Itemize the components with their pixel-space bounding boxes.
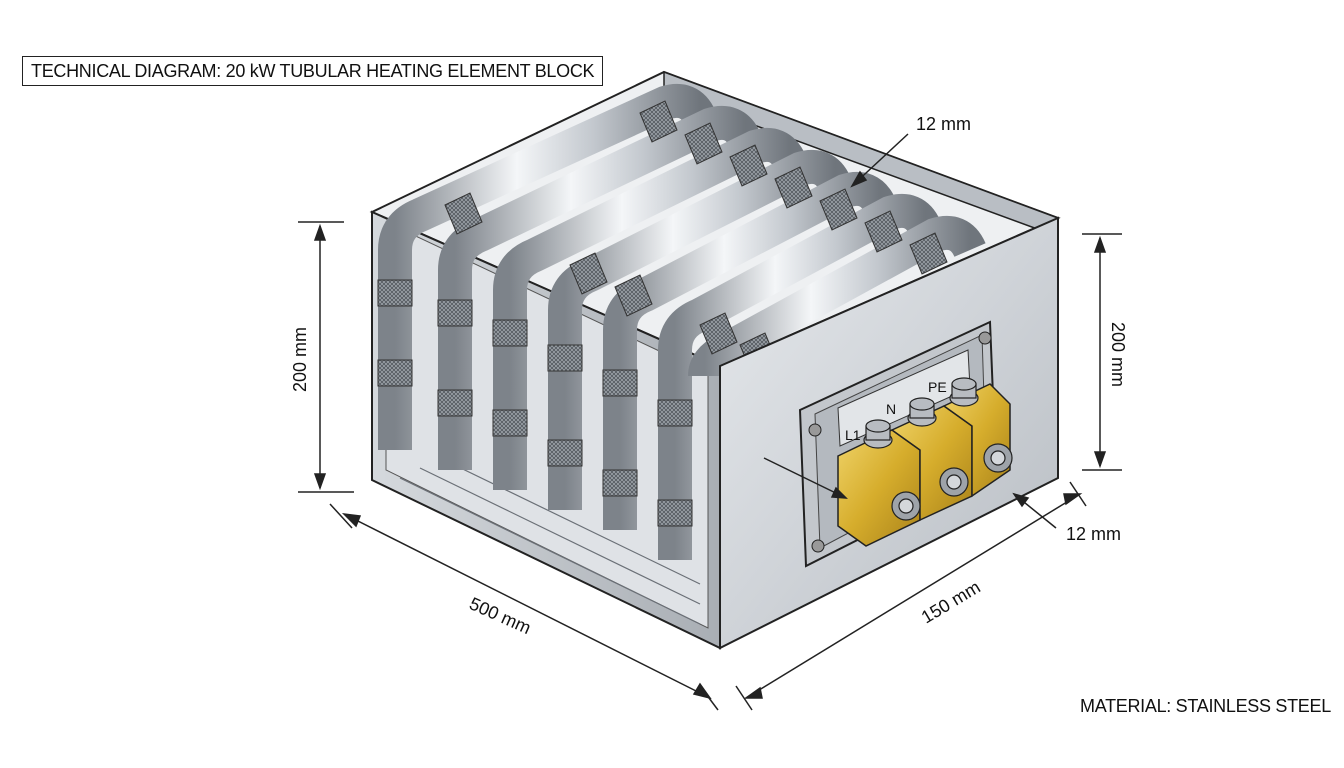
terminal-label-l1: L1: [845, 427, 861, 443]
dimension-label-terminal-diameter: 12 mm: [1066, 524, 1121, 544]
material-note: MATERIAL: STAINLESS STEEL: [1080, 696, 1331, 716]
floor-slats: [399, 457, 701, 625]
dimension-width: [745, 493, 1081, 699]
heating-tube: [378, 83, 716, 450]
terminal-label-pe: PE: [928, 379, 947, 395]
dimension-label-length: 500 mm: [466, 593, 534, 638]
screw-icon: [811, 539, 825, 553]
heating-tube: [688, 215, 986, 378]
heating-tube: [658, 193, 941, 560]
dimension-lines: [298, 133, 1122, 711]
terminal-label-n: N: [886, 401, 896, 417]
heating-tube: [493, 127, 806, 490]
tube-bands: [377, 100, 948, 527]
dimension-label-tube-diameter: 12 mm: [916, 114, 971, 134]
dimension-label-width: 150 mm: [918, 577, 984, 628]
dimension-length: [343, 513, 711, 699]
screw-icon: [808, 423, 822, 437]
diagram-title: TECHNICAL DIAGRAM: 20 kW TUBULAR HEATING…: [22, 56, 604, 86]
dimension-label-height-left: 200 mm: [290, 327, 310, 392]
screw-icon: [978, 331, 992, 345]
terminal-blocks: [837, 377, 1013, 547]
dimension-label-height-right: 200 mm: [1108, 322, 1128, 387]
heating-tube: [438, 105, 761, 470]
